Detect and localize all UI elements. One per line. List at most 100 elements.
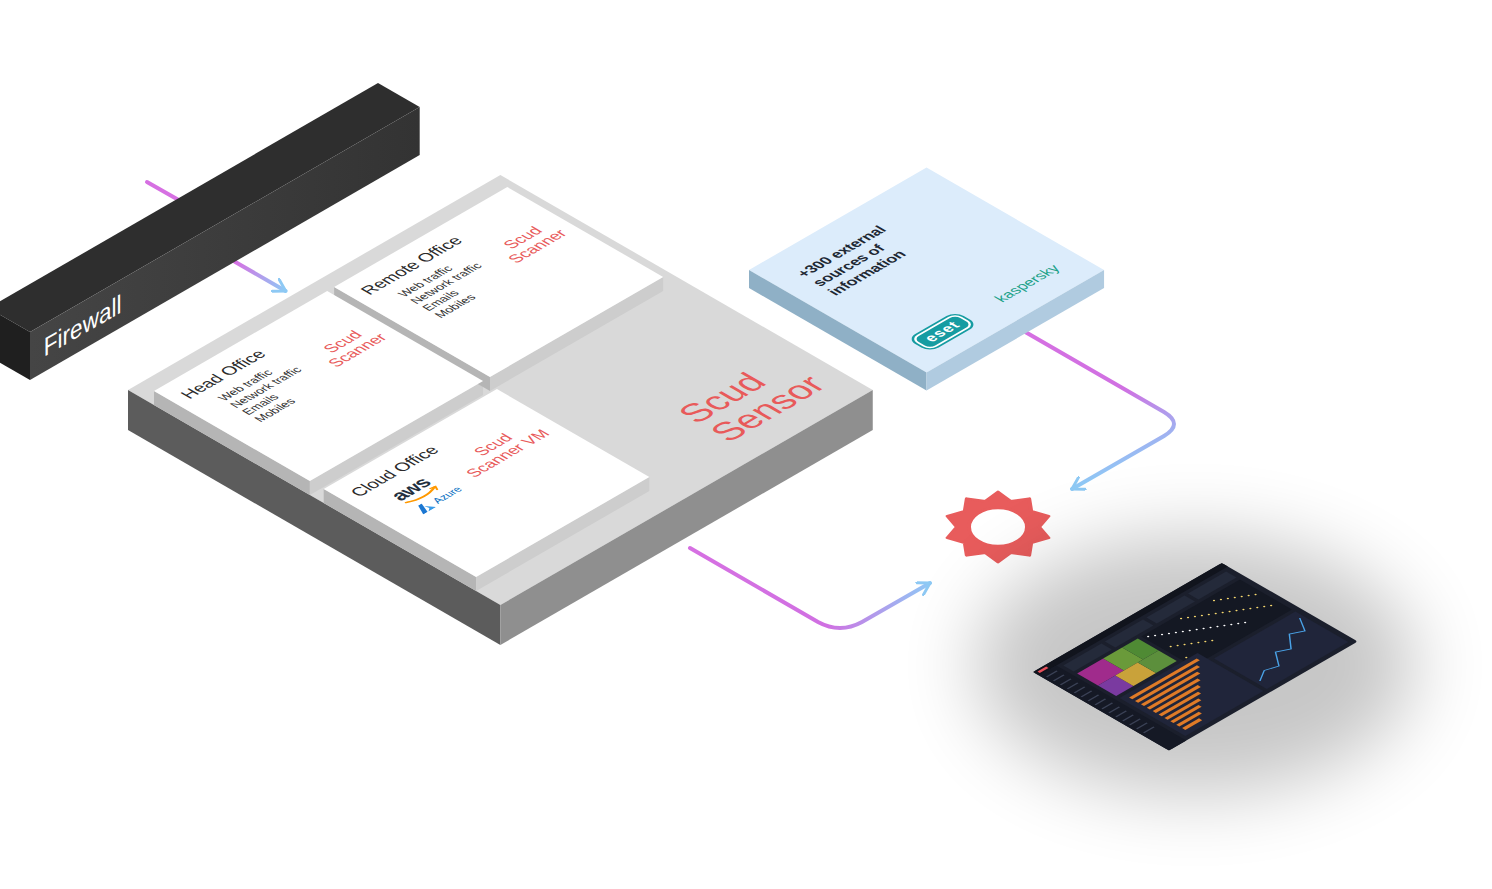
decoration (1223, 625, 1226, 627)
decoration (1270, 605, 1273, 607)
decoration (1115, 711, 1127, 718)
side-face (312, 489, 489, 591)
side-face (298, 381, 495, 495)
decoration (1263, 606, 1266, 608)
decoration (1226, 598, 1229, 600)
decoration (1193, 616, 1196, 618)
decoration (1147, 636, 1150, 638)
side-face (142, 391, 322, 495)
decoration (1081, 691, 1093, 698)
decoration (413, 504, 432, 515)
decoration: +300 external sources of information (792, 210, 944, 298)
decoration (1207, 614, 1210, 616)
decoration (1211, 640, 1214, 642)
side-face (322, 287, 502, 391)
side-face (478, 277, 675, 391)
gear-icon (948, 492, 1049, 562)
decoration (1074, 687, 1086, 694)
decoration (1230, 624, 1233, 626)
decoration (1219, 599, 1222, 601)
decoration (1204, 641, 1207, 643)
screen-shadow (975, 535, 1415, 795)
decoration (1108, 707, 1120, 714)
decoration (1181, 631, 1184, 633)
decoration (1212, 600, 1215, 602)
decoration (1186, 617, 1189, 619)
flow-arrow (235, 262, 286, 291)
decoration (1214, 613, 1217, 615)
decoration (1200, 615, 1203, 617)
decoration (1197, 642, 1200, 644)
decoration (1225, 618, 1334, 681)
source-tile: +300 external sources of information eset… (749, 168, 1104, 373)
decoration (1129, 719, 1141, 726)
firewall-end (0, 308, 30, 380)
scanner-label: Scud Scanner (309, 323, 390, 370)
decoration (1214, 612, 1348, 690)
decoration (1183, 644, 1186, 646)
decoration (1122, 715, 1134, 722)
flow-line (1015, 326, 1174, 489)
decoration (422, 503, 437, 512)
decoration (1046, 671, 1058, 678)
decoration: kaspersky (990, 262, 1063, 304)
decoration (1053, 675, 1065, 682)
decoration (1105, 620, 1153, 648)
decoration (1182, 718, 1202, 730)
decoration: Scud Scanner (489, 219, 570, 266)
decoration (1242, 609, 1245, 611)
decoration (1235, 610, 1238, 612)
decoration (1209, 627, 1212, 629)
scanner-label: Scud Scanner (489, 219, 570, 266)
decoration: eset (910, 313, 975, 351)
decoration (1188, 630, 1191, 632)
decoration (1067, 683, 1079, 690)
decoration (1094, 699, 1106, 706)
decoration (1256, 607, 1259, 609)
decoration (1101, 703, 1113, 710)
decoration (1237, 623, 1240, 625)
decoration (1228, 611, 1231, 613)
decoration (1190, 643, 1193, 645)
decoration (1195, 629, 1198, 631)
azure-icon (413, 501, 436, 515)
decoration (1254, 594, 1257, 596)
decoration (1167, 633, 1170, 635)
decoration (1221, 612, 1224, 614)
side-face (464, 477, 661, 591)
decoration (1154, 635, 1157, 637)
decoration (1247, 595, 1250, 597)
decoration (1244, 622, 1247, 624)
decoration (1180, 618, 1183, 620)
decoration: Scud Scanner VM (445, 417, 554, 480)
decoration (1249, 608, 1252, 610)
decoration (1046, 575, 1338, 744)
gear-shape (948, 492, 1049, 562)
flow-line (690, 548, 930, 628)
decoration (1240, 596, 1243, 598)
decoration (1088, 695, 1100, 702)
side-face (466, 390, 908, 645)
decoration (1233, 597, 1236, 599)
decoration: Scud Scanner (309, 323, 390, 370)
box-label: +300 external sources of information (792, 210, 944, 298)
kaspersky-logo: kaspersky (990, 262, 1063, 304)
decoration (1216, 626, 1219, 628)
decoration (1174, 632, 1177, 634)
decoration (1136, 723, 1148, 730)
scanner-label: Scud Scanner VM (445, 417, 554, 480)
decoration (1038, 667, 1049, 673)
decoration (1176, 645, 1179, 647)
decoration (1169, 646, 1172, 648)
decoration (1185, 657, 1188, 659)
decoration (430, 486, 439, 491)
decoration (1202, 628, 1205, 630)
decoration (1033, 563, 1358, 751)
decoration (1060, 679, 1072, 686)
decoration (1160, 634, 1163, 636)
dashboard-screen (1033, 563, 1358, 751)
eset-logo: eset (910, 313, 975, 351)
side-face (93, 390, 535, 645)
